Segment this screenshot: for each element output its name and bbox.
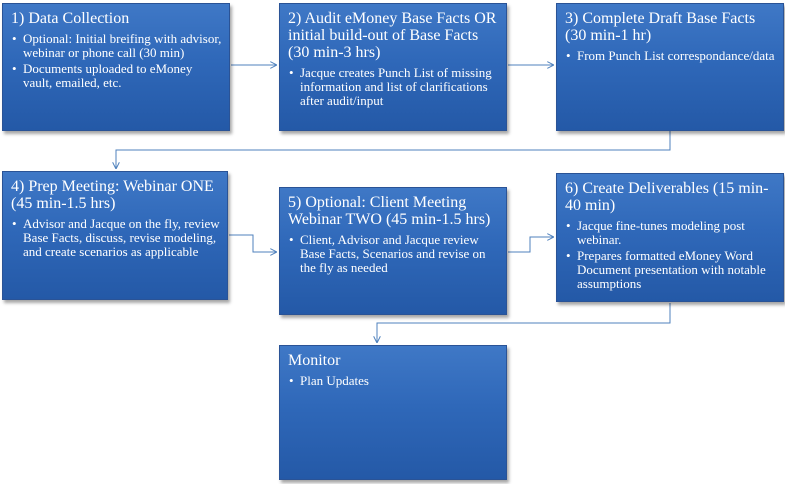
step-1-box: 1) Data Collection Optional: Initial bre… (2, 3, 230, 131)
arrow-4-to-5 (229, 234, 276, 252)
step-5-bullet: Client, Advisor and Jacque review Base F… (288, 233, 499, 275)
monitor-bullets: Plan Updates (288, 374, 499, 389)
step-5-title: 5) Optional: Client Meeting Webinar TWO … (288, 194, 491, 228)
step-5-box: 5) Optional: Client Meeting Webinar TWO … (279, 187, 507, 315)
arrow-6-to-monitor (377, 303, 671, 342)
arrow-3-to-4 (116, 131, 671, 168)
step-4-bullet: Advisor and Jacque on the fly, review Ba… (11, 217, 220, 259)
step-2-box: 2) Audit eMoney Base Facts OR initial bu… (279, 3, 507, 131)
step-2-bullet: Jacque creates Punch List of missing inf… (288, 66, 499, 108)
step-5-bullets: Client, Advisor and Jacque review Base F… (288, 233, 499, 275)
step-3-bullets: From Punch List correspondance/data (565, 49, 776, 64)
step-3-box: 3) Complete Draft Base Facts (30 min-1 h… (556, 3, 784, 131)
step-1-bullet: Optional: Initial breifing with advisor,… (11, 32, 222, 60)
monitor-title: Monitor (288, 352, 341, 369)
step-1-bullets: Optional: Initial breifing with advisor,… (11, 32, 222, 90)
step-4-title: 4) Prep Meeting: Webinar ONE (45 min-1.5… (11, 178, 214, 212)
step-6-bullets: Jacque fine-tunes modeling post webinar.… (565, 219, 776, 291)
step-2-bullets: Jacque creates Punch List of missing inf… (288, 66, 499, 108)
step-3-title: 3) Complete Draft Base Facts (30 min-1 h… (565, 10, 756, 44)
step-1-title: 1) Data Collection (11, 10, 130, 27)
arrow-5-to-6 (508, 237, 553, 253)
monitor-bullet: Plan Updates (288, 374, 499, 389)
step-1-bullet: Documents uploaded to eMoney vault, emai… (11, 62, 222, 90)
step-6-bullet: Prepares formatted eMoney Word Document … (565, 249, 776, 291)
monitor-box: Monitor Plan Updates (279, 345, 507, 480)
step-4-bullets: Advisor and Jacque on the fly, review Ba… (11, 217, 220, 259)
step-6-title: 6) Create Deliverables (15 min-40 min) (565, 180, 769, 214)
step-2-title: 2) Audit eMoney Base Facts OR initial bu… (288, 10, 497, 61)
step-6-bullet: Jacque fine-tunes modeling post webinar. (565, 219, 776, 247)
step-6-box: 6) Create Deliverables (15 min-40 min) J… (556, 173, 784, 302)
step-4-box: 4) Prep Meeting: Webinar ONE (45 min-1.5… (2, 171, 228, 300)
step-3-bullet: From Punch List correspondance/data (565, 49, 776, 64)
